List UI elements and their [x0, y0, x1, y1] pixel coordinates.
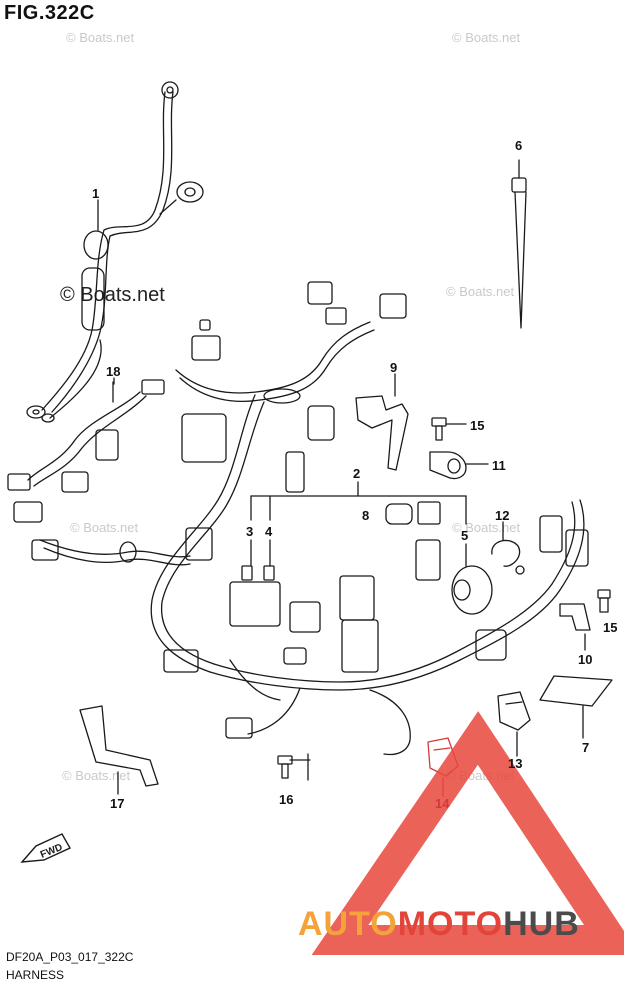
callout-5: 5: [461, 528, 469, 543]
brand-part-auto: AUTO: [298, 905, 398, 943]
brand-part-moto: MOTO: [397, 905, 504, 943]
callout-14: 14: [435, 796, 450, 811]
bolt-lower[interactable]: [277, 753, 311, 781]
callout-17: 17: [110, 796, 125, 811]
callout-6: 6: [515, 138, 523, 153]
watermark: © Boats.net: [62, 768, 131, 783]
brand-name: AUTOMOTOHUB: [298, 905, 580, 944]
watermark: © Boats.net: [60, 284, 165, 306]
bracket-lower[interactable]: [79, 705, 159, 795]
fuse[interactable]: [241, 565, 275, 581]
callout-16: 16: [279, 792, 294, 807]
battery-cable[interactable]: [26, 81, 204, 423]
callout-18: 18: [106, 364, 121, 379]
figure-name: HARNESS: [6, 968, 65, 982]
figure-title: FIG.322C: [4, 2, 95, 24]
watermark: © Boats.net: [66, 30, 135, 45]
callout-11: 11: [492, 458, 506, 473]
callout-10: 10: [578, 652, 593, 667]
main-harness[interactable]: [39, 321, 585, 756]
callout-1: 1: [92, 186, 100, 201]
watermark: © Boats.net: [70, 520, 139, 535]
label-sheet[interactable]: [539, 675, 613, 739]
brand-part-hub: HUB: [503, 905, 580, 943]
watermark: © Boats.net: [446, 284, 515, 299]
clamp[interactable]: [429, 451, 489, 480]
bolt[interactable]: [431, 417, 611, 613]
callout-15: 15: [470, 418, 485, 433]
brand-logo-icon: [311, 711, 624, 955]
bracket-right[interactable]: [559, 603, 591, 651]
clip[interactable]: [491, 521, 525, 575]
callout-3: 3: [246, 524, 254, 539]
callout-7: 7: [582, 740, 590, 755]
callout-8: 8: [362, 508, 370, 523]
relay[interactable]: [451, 565, 493, 615]
holder[interactable]: [497, 691, 531, 757]
callout-4: 4: [265, 524, 273, 539]
sub-harness[interactable]: [7, 379, 165, 491]
forward-arrow-icon: FWD: [20, 833, 71, 863]
grommet[interactable]: [385, 501, 441, 525]
watermark: © Boats.net: [452, 30, 521, 45]
bracket[interactable]: [355, 373, 409, 471]
callout-9: 9: [390, 360, 398, 375]
callout-2: 2: [353, 466, 361, 481]
connector[interactable]: [13, 281, 589, 739]
cable-tie[interactable]: [511, 159, 527, 329]
callout-15-right: 15: [603, 620, 618, 635]
figure-code: DF20A_P03_017_322C: [6, 950, 134, 964]
callout-13: 13: [508, 756, 523, 771]
callout-12: 12: [495, 508, 510, 523]
